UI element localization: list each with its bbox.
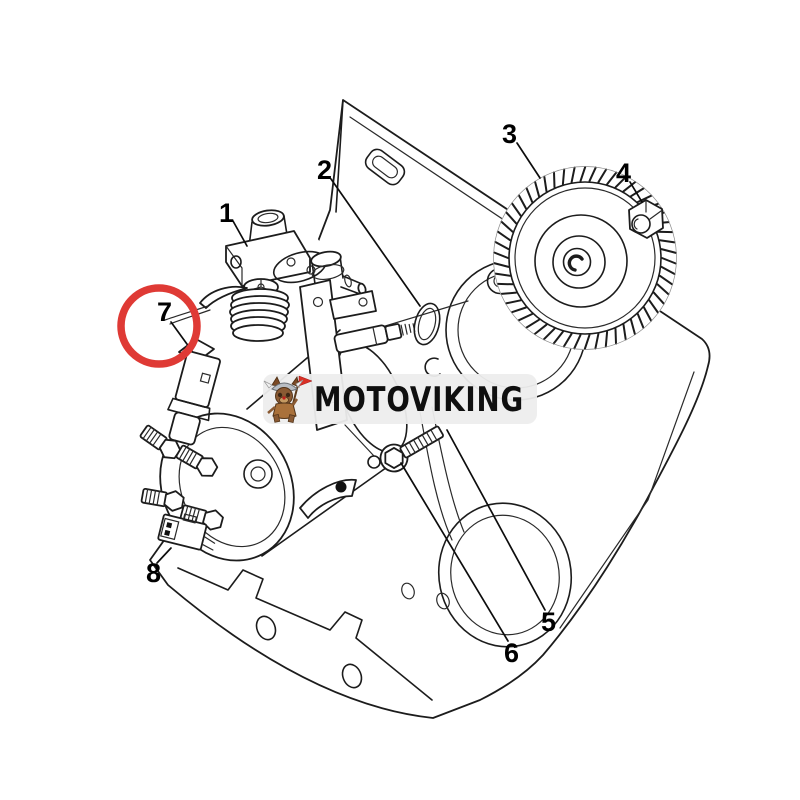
flange-bolt-drawing: [379, 425, 444, 473]
callout-2: 2: [317, 155, 332, 185]
leader-4: [629, 181, 643, 203]
watermark-text: MOTOVIKING: [314, 380, 524, 420]
callout-6: 6: [504, 638, 519, 668]
flag-icon: [298, 375, 313, 387]
leader-1: [232, 220, 248, 247]
o-ring-part2: [413, 302, 441, 346]
watermark: MOTOVIKING: [263, 374, 537, 424]
housing-slot: [364, 148, 406, 186]
callout-7: 7: [157, 297, 172, 327]
banjo-fittings: [139, 424, 224, 531]
leader-lines: [156, 142, 643, 642]
leader-8: [156, 547, 172, 564]
viking-dog-logo-icon: [263, 375, 313, 424]
lower-bracket: [299, 478, 357, 519]
injection-pump-drawing: [126, 209, 469, 566]
leader-5: [446, 429, 546, 611]
drive-shaft: [333, 300, 469, 354]
callout-1: 1: [219, 198, 234, 228]
highlight-circle-part7: [117, 284, 201, 368]
callout-3: 3: [502, 119, 517, 149]
watermark-band: [263, 374, 537, 424]
connector-part8: [157, 513, 216, 551]
gear-nut-drawing: [628, 199, 664, 239]
leader-2: [330, 178, 421, 307]
gear-teeth: [493, 166, 677, 350]
side-port: [310, 250, 367, 296]
leader-3: [516, 142, 541, 179]
callout-8: 8: [146, 558, 161, 588]
callout-4: 4: [616, 158, 631, 188]
callout-numbers: 1 2 3 4 5 6 7 8: [146, 119, 631, 668]
callout-5: 5: [541, 607, 556, 637]
leader-6: [400, 462, 509, 642]
drive-gear-drawing: [493, 166, 677, 350]
governor-bellows: [229, 278, 290, 342]
